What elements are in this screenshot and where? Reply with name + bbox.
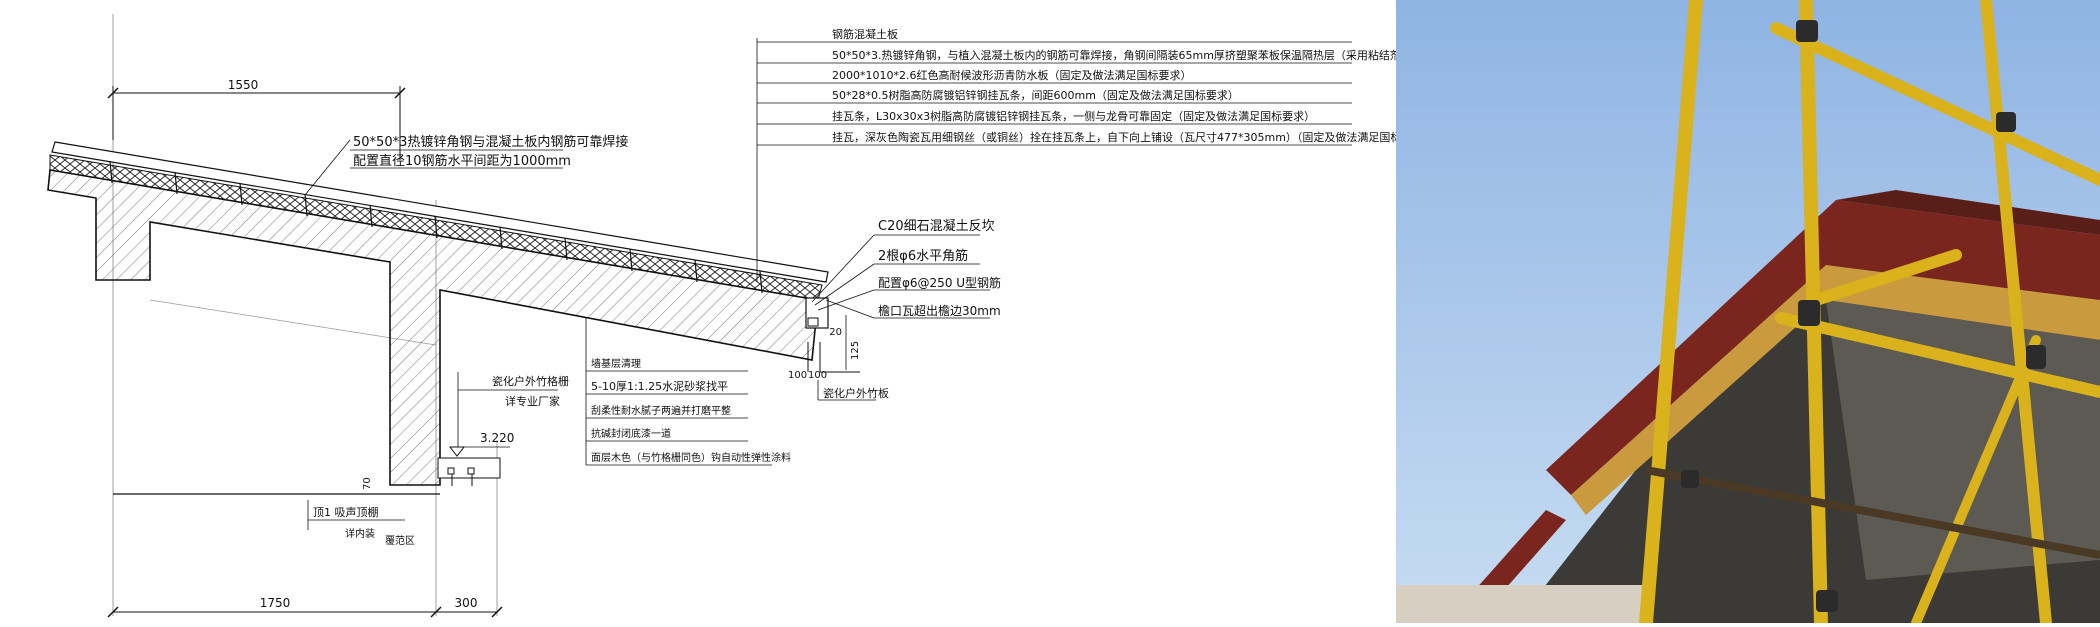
callout-eave-0: C20细石混凝土反坎: [878, 218, 995, 234]
wall-top: [1396, 585, 1646, 623]
eave-dim-100b: 100: [808, 370, 827, 381]
section-svg: 1550: [47, 14, 1434, 618]
construction-photo: [1396, 0, 2100, 623]
eave-dim-125: 125: [850, 341, 861, 360]
eave-board-label: 瓷化户外竹板: [823, 386, 889, 400]
dim-bottom-right: 300: [455, 596, 478, 610]
dim-top-text: 1550: [228, 78, 259, 92]
scaffold-ledger: [1645, 466, 2100, 559]
eave-dim-100a: 100: [788, 370, 807, 381]
callout-top-5: 挂瓦，深灰色陶瓷瓦用细钢丝（或铜丝）拴在挂瓦条上，自下向上铺设（瓦尺寸477*3…: [832, 130, 1396, 144]
roof-tile-layer: [51, 141, 829, 283]
scaffolding: [1639, 0, 2100, 623]
eave-dim-20: 20: [829, 327, 842, 338]
callout-top-4: 挂瓦条，L30x30x3树脂高防腐镀铝锌钢挂瓦条，一侧与龙骨可靠固定（固定及做法…: [832, 109, 1315, 123]
eave-curb: [805, 297, 829, 329]
callout-top-0: 钢筋混凝土板: [832, 27, 898, 41]
soffit-note-2: 刮柔性耐水腻子两遍并打磨平整: [591, 404, 731, 417]
batten-ticks: [109, 160, 763, 294]
soffit-note-4: 面层木色（与竹格栅同色）钩自动性弹性涂料: [591, 451, 791, 464]
photo-svg: [1396, 0, 2100, 623]
wall-label-1: 瓷化户外竹格栅: [492, 374, 569, 388]
dim-bottom-left: 1750: [260, 596, 291, 610]
soffit-note-0: 墙基层清理: [591, 357, 641, 370]
ceiling-slope-line: [149, 299, 437, 346]
ceiling-label-3: 覆范区: [385, 534, 415, 547]
dim-70: 70: [362, 477, 373, 490]
scaffold-clamps: [1681, 20, 2046, 612]
callout-eave-3: 檐口瓦超出檐边30mm: [878, 303, 1001, 318]
roof-fascia: [1546, 200, 2100, 495]
callout-top-2: 2000*1010*2.6红色高耐候波形沥青防水板（固定及做法满足国标要求）: [832, 68, 1191, 82]
soffit-note-1: 5-10厚1:1.25水泥砂浆找平: [591, 379, 728, 393]
soffit-note-3: 抗碱封闭底漆一道: [591, 427, 671, 440]
leader-left-1: 50*50*3热镀锌角钢与混凝土板内钢筋可靠焊接: [353, 134, 628, 150]
ceiling-label-2: 详内装: [345, 527, 375, 540]
ceiling-label-1: 顶1 吸声顶棚: [313, 505, 379, 519]
elevation-label: 3.220: [480, 431, 514, 445]
roof-tile-edge: [1836, 190, 2100, 235]
leader-left-2: 配置直径10钢筋水平间距为1000mm: [353, 153, 571, 169]
lower-eave: [1466, 510, 1566, 605]
callout-top-1: 50*50*3.热镀锌角钢，与植入混凝土板内的钢筋可靠焊接，角钢间隔装65mm厚…: [832, 48, 1396, 62]
roof-eave-section-drawing: 1550: [47, 14, 1435, 618]
wall-label-2: 详专业厂家: [505, 394, 560, 408]
concrete-slab-beam: [47, 169, 819, 486]
callout-top-3: 50*28*0.5树脂高防腐镀铝锌钢挂瓦条，间距600mm（固定及做法满足国标要…: [832, 88, 1239, 102]
callout-eave-2: 配置φ6@250 U型钢筋: [878, 275, 1001, 290]
callout-eave-1: 2根φ6水平角筋: [878, 248, 968, 264]
